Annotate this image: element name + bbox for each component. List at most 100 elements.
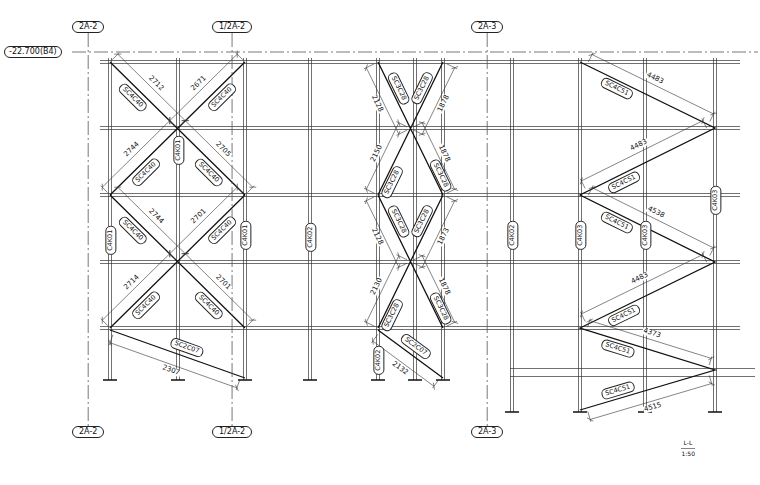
- dimension-text: 2744: [146, 207, 165, 226]
- level-tag: -22.700(B4): [4, 46, 62, 58]
- dimension-line: [109, 335, 113, 345]
- dimension-line: [587, 319, 593, 322]
- member-tag: C4K03: [640, 220, 651, 249]
- dimension-line: [580, 178, 582, 185]
- dimension-line: [170, 54, 238, 121]
- grid-bubble: 2A-2: [72, 426, 104, 438]
- node-text: SC2C07: [403, 336, 427, 356]
- dimension-line: [118, 187, 186, 254]
- dimension-line: [592, 188, 714, 248]
- dimension-line: [247, 319, 254, 326]
- dimension-line: [365, 197, 367, 204]
- member-tag: SC4C40: [193, 156, 224, 187]
- dimension-line: [237, 51, 238, 58]
- grid-bubble: 1/2A-2: [212, 426, 252, 438]
- dimension-text: 1878: [436, 93, 451, 114]
- dimension-line: [589, 186, 596, 188]
- dimension-text: 2701: [190, 207, 209, 226]
- dimension-line: [180, 119, 187, 126]
- node-text: SC4C51: [611, 173, 637, 190]
- member-tag: SC3C28: [386, 204, 410, 239]
- dimension-line: [414, 263, 425, 268]
- dimension-line: [112, 186, 119, 193]
- dimension-line: [101, 319, 108, 326]
- dimension-text: 2714: [122, 273, 141, 292]
- dimension-line: [169, 250, 170, 257]
- dimension-line: [249, 320, 256, 321]
- node-text: C4K01: [107, 229, 114, 250]
- dimension-text: 2128: [370, 93, 385, 114]
- node-text: SC4C51: [604, 80, 630, 97]
- dimension-line: [110, 343, 237, 388]
- member-tag: C4K02: [305, 222, 316, 251]
- node-text: C4K03: [642, 224, 649, 245]
- brace: [110, 62, 715, 410]
- dimension-line: [580, 312, 585, 322]
- scale-note: L-L: [683, 440, 694, 446]
- dimension-line: [398, 131, 400, 138]
- dimension-line: [590, 321, 712, 359]
- node-text: SC4C40: [134, 161, 157, 184]
- node-text: SC4C51: [604, 213, 630, 230]
- member-tag: C4K01: [240, 220, 251, 249]
- dimension-line: [365, 186, 367, 193]
- dimension-line: [451, 200, 458, 202]
- dimension-line: [396, 255, 407, 260]
- node-text: 2A-3: [478, 428, 496, 436]
- node-text: 2A-3: [478, 23, 496, 31]
- dimension-line: [580, 311, 582, 318]
- dimension-text: 2130: [370, 276, 385, 297]
- dimension-line: [112, 53, 119, 60]
- dimension-line: [447, 64, 458, 69]
- dimension-text: 2712: [146, 74, 165, 93]
- dimension-line: [588, 319, 591, 328]
- node-text: SC4C40: [122, 86, 145, 109]
- dimension-text: 2701: [214, 273, 233, 292]
- dimension-line: [102, 184, 103, 191]
- node-text: SC3C28: [433, 296, 450, 322]
- column: [109, 58, 717, 412]
- dimension-line: [422, 256, 455, 322]
- member-tag: C4K03: [575, 220, 586, 249]
- dimension-line: [396, 263, 407, 268]
- dimension-line: [419, 133, 426, 135]
- member-tag: SC3C28: [386, 71, 410, 106]
- member-tag: C4K02: [373, 345, 384, 374]
- node-text: SC3C28: [390, 208, 407, 234]
- dimension-line: [592, 55, 714, 114]
- dimension-line: [588, 52, 593, 62]
- member-tag: SC3C28: [429, 158, 453, 193]
- node-text: 1/2A-2: [219, 428, 245, 436]
- dimension-line: [249, 187, 256, 188]
- dimension-line: [169, 117, 170, 124]
- node-text: SC3C28: [433, 163, 450, 189]
- member-tag: SC4C40: [130, 289, 161, 320]
- dimension-line: [365, 64, 367, 71]
- grid-bubble: 2A-3: [471, 426, 503, 438]
- node-text: -22.700(B4): [9, 48, 57, 56]
- dimension-text: 4483: [645, 71, 666, 86]
- node-text: SC4C40: [210, 219, 233, 242]
- dimension-line: [185, 254, 253, 321]
- dimension-line: [590, 384, 712, 420]
- dimension-line: [168, 119, 175, 126]
- dimension-line: [414, 122, 425, 127]
- dimension-line: [365, 319, 367, 326]
- dimension-line: [109, 340, 112, 346]
- member-tag: C4K01: [105, 225, 116, 254]
- dimension-line: [710, 112, 715, 122]
- dimension-line: [414, 130, 425, 135]
- dimension-line: [102, 317, 103, 324]
- dimension-line: [396, 122, 407, 127]
- member-tag: SC3C28: [429, 291, 453, 326]
- dimension-line: [235, 385, 238, 391]
- dimension-line: [398, 264, 400, 271]
- dimension-line: [364, 321, 375, 326]
- member-tag: SC3C28: [380, 164, 404, 199]
- dimension-line: [433, 383, 434, 390]
- dimension-line: [451, 188, 458, 190]
- node-text: SC4C40: [134, 294, 157, 317]
- node-text: SC4C40: [122, 219, 145, 242]
- dimension-line: [236, 186, 243, 193]
- dimension-line: [372, 338, 373, 345]
